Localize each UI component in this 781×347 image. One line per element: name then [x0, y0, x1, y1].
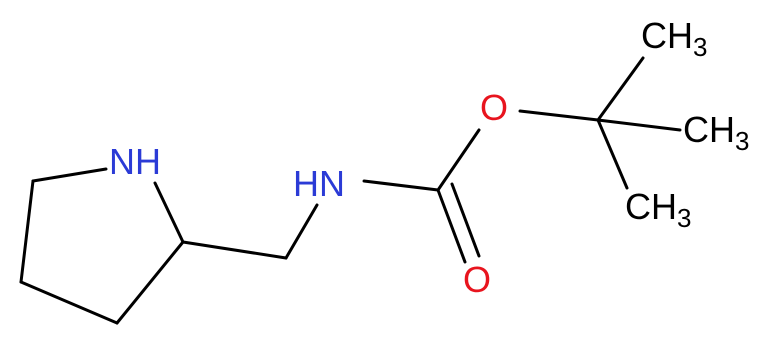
methyl-right-subscript: 3: [735, 126, 749, 156]
methyl-bottom-main: CH: [625, 186, 677, 227]
carbamate-chain: [181, 56, 682, 264]
ring-nh-label: NH: [109, 141, 161, 182]
methyl-right-main: CH: [683, 109, 735, 150]
bond-quaternary-c-methyl-top: [596, 56, 645, 122]
methyl-bottom-subscript: 3: [677, 203, 691, 233]
methyl-bottom-label: CH3: [625, 186, 691, 233]
pyrrolidine-ring: [19, 167, 185, 325]
bond-quaternary-c-methyl-right: [596, 118, 682, 132]
bond-quaternary-c-methyl-bottom: [596, 118, 629, 190]
bond-c2-c3: [115, 240, 185, 325]
bond-ch2-nh: [284, 203, 319, 260]
methyl-top-main: CH: [641, 15, 693, 56]
bond-nh-carbonyl-c: [362, 179, 440, 192]
methyl-right-label: CH3: [683, 109, 749, 156]
bond-c3-c4: [19, 280, 119, 325]
bond-carbonyl-double-b: [450, 182, 481, 258]
bond-c2-ch2: [181, 240, 288, 260]
bond-n-c2: [153, 181, 185, 244]
bond-c4-c5: [19, 179, 35, 284]
bond-c5-n: [31, 167, 108, 183]
methyl-top-subscript: 3: [693, 32, 707, 62]
bond-o-ester-quaternary-c: [518, 109, 600, 122]
bond-carbonyl-c-o-ester: [436, 128, 481, 192]
methyl-top-label: CH3: [641, 15, 707, 62]
carbonyl-oxygen-label: O: [463, 259, 491, 300]
bond-carbonyl-double-a: [436, 188, 467, 264]
amide-nh-label: HN: [293, 163, 345, 204]
ester-oxygen-label: O: [480, 87, 508, 128]
